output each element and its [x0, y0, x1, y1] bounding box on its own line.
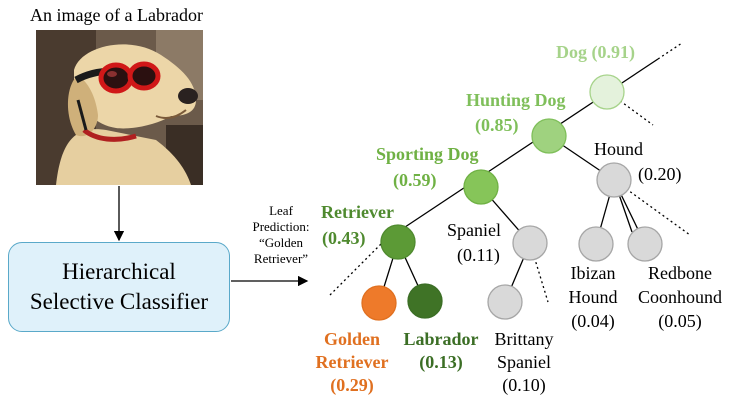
label-brittany-line1: Brittany	[495, 329, 554, 349]
node-hunting-dog	[531, 118, 567, 154]
score-hunting-dog: (0.85)	[475, 115, 519, 136]
score-redbone: (0.05)	[658, 311, 702, 332]
label-ibizan-line1: Ibizan	[571, 263, 616, 283]
label-hunting-dog: Hunting Dog	[466, 90, 566, 110]
node-golden-retriever	[361, 285, 397, 321]
node-dog	[589, 74, 625, 110]
node-redbone-coonhound	[627, 226, 663, 262]
node-sporting-dog	[463, 169, 499, 205]
node-hound	[596, 162, 632, 198]
node-labrador	[407, 283, 443, 319]
leaf-prediction-note: Leaf Prediction: “Golden Retriever”	[244, 203, 318, 267]
node-ibizan-hound	[578, 226, 614, 262]
score-golden: (0.29)	[330, 375, 374, 396]
label-sporting-dog: Sporting Dog	[376, 144, 479, 164]
edge-dog-dotted	[607, 91, 654, 126]
score-labrador: (0.13)	[419, 352, 463, 373]
score-spaniel: (0.11)	[457, 245, 500, 266]
hierarchical-selective-classifier-box: Hierarchical Selective Classifier	[8, 242, 230, 332]
score-retriever: (0.43)	[322, 228, 366, 249]
classifier-label-line2: Selective Classifier	[29, 289, 209, 314]
leaf-note-line1: Leaf	[269, 203, 293, 218]
score-hound: (0.20)	[638, 164, 682, 185]
photo-caption: An image of a Labrador	[30, 5, 203, 25]
label-ibizan-line2: Hound	[569, 287, 618, 307]
label-redbone-line2: Coonhound	[638, 287, 722, 307]
score-sporting-dog: (0.59)	[393, 170, 437, 191]
leaf-note-line2: Prediction:	[252, 219, 310, 234]
label-golden-line2: Retriever	[316, 352, 389, 372]
labrador-photo-illustration	[36, 30, 203, 185]
node-spaniel	[512, 225, 548, 261]
leaf-note-line3: “Golden	[258, 235, 304, 250]
main-branch-dotted-upper	[657, 42, 683, 60]
labrador-photo	[36, 30, 203, 185]
node-retriever	[380, 224, 416, 260]
score-ibizan: (0.04)	[571, 311, 615, 332]
label-retriever: Retriever	[321, 202, 394, 222]
label-hound: Hound	[594, 139, 643, 159]
node-brittany-spaniel	[487, 284, 523, 320]
label-spaniel: Spaniel	[447, 220, 501, 240]
label-redbone-line1: Redbone	[648, 263, 712, 283]
leaf-note-line4: Retriever”	[253, 251, 309, 266]
classifier-label-line1: Hierarchical	[62, 259, 176, 284]
label-brittany-line2: Spaniel	[497, 352, 551, 372]
label-labrador: Labrador	[403, 329, 478, 349]
label-dog: Dog (0.91)	[556, 42, 635, 63]
label-golden-line1: Golden	[324, 329, 380, 349]
score-brittany: (0.10)	[502, 375, 546, 396]
